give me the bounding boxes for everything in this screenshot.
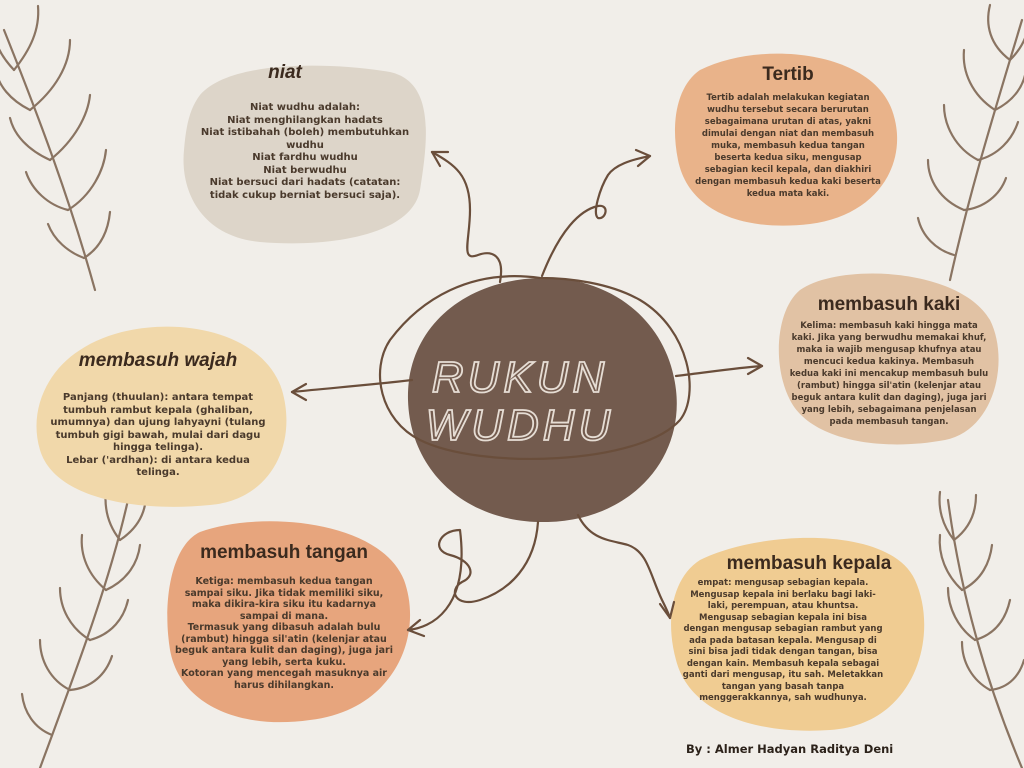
node-line: kaki. Jika yang berwudhu memakai khuf, — [791, 333, 987, 343]
center-circle — [407, 277, 677, 523]
node-line: mencuci kedua kakinya. Membasuh — [803, 357, 975, 367]
node-line: maka ia wajib mengusap khufnya atau — [796, 345, 982, 355]
node-wajah-body: Panjang (thuulan): antara tempat tumbuh … — [50, 392, 266, 480]
node-line: beguk antara kulit dan daging), juga jar… — [175, 645, 393, 656]
leaf-branch-top-right — [916, 3, 1024, 282]
arrow-to-kaki — [674, 364, 764, 378]
node-line: tumbuh rambut kepala (ghaliban, — [63, 404, 253, 416]
node-line: ganti dari mengusap, itu sah. Meletakkan — [682, 670, 884, 680]
node-line: beserta kedua siku, mengusap — [714, 153, 862, 163]
node-tertib-title: Tertib — [762, 64, 814, 85]
node-line: wudhu — [286, 139, 324, 151]
blob-kepala — [671, 537, 925, 731]
arrow-to-tertib — [540, 154, 652, 278]
node-line: Mengusap sebagian kepala ini bisa — [699, 612, 867, 623]
arrow-to-niat — [430, 150, 503, 284]
node-line: Ketiga: membasuh kedua tangan — [195, 576, 373, 587]
node-membasuh-tangan: membasuh tangan Ketiga: membasuh kedua t… — [170, 542, 398, 691]
center-title: RUKUN WUDHU — [425, 352, 615, 451]
node-line: hingga telinga). — [112, 442, 204, 453]
node-line: (rambut) hingga sil'atin (kelenjar atau — [797, 381, 981, 391]
node-line: harus dihilangkan. — [234, 679, 334, 691]
node-line: dengan mengusap sebagian rambut yang — [683, 624, 883, 634]
node-line: empat: mengusap sebagian kepala. — [697, 578, 869, 588]
node-tertib-body: Tertib adalah melakukan kegiatan wudhu t… — [678, 92, 898, 200]
blob-kaki — [778, 273, 999, 445]
node-line: Niat menghilangkan hadats — [227, 114, 383, 126]
node-line: sini bisa jadi tidak dengan tangan, bisa — [688, 647, 878, 657]
node-line: dimulai dengan niat dan membasuh — [701, 129, 875, 139]
arrow-to-wajah — [290, 378, 414, 394]
node-line: sampai siku. Jika tidak memiliki siku, — [184, 587, 384, 599]
blob-tertib — [674, 53, 898, 226]
node-line: sampai di mana. — [239, 610, 329, 622]
node-line: menggerakkannya, sah wudhunya. — [699, 693, 867, 703]
blob-tangan — [167, 521, 411, 723]
node-line: Niat fardhu wudhu — [252, 152, 358, 163]
leaf-branch-top-left — [0, 4, 112, 292]
node-tangan-title: membasuh tangan — [200, 542, 368, 563]
node-line: Kelima: membasuh kaki hingga mata — [800, 321, 978, 331]
node-line: kedua kaki ini mencakup membasuh bulu — [789, 369, 989, 379]
arrow-to-kepala — [576, 513, 672, 620]
node-line: yang lebih, sebagaimana penjelasan — [801, 405, 977, 415]
node-line: Niat wudhu adalah: — [250, 102, 360, 113]
node-membasuh-kepala: membasuh kepala empat: mengusap sebagian… — [668, 553, 924, 705]
node-niat-body: Niat wudhu adalah: Niat menghilangkan ha… — [187, 102, 423, 202]
node-line: Panjang (thuulan): antara tempat — [62, 392, 254, 403]
node-line: ada pada batasan kepala. Mengusap di — [689, 635, 877, 646]
node-line: Kotoran yang mencegah masuknya air — [181, 668, 387, 679]
leaf-branch-bottom-right — [938, 490, 1024, 768]
center-title-line-1: RUKUN — [432, 353, 608, 402]
node-kaki-title: membasuh kaki — [817, 294, 961, 315]
center-title-line-2: WUDHU — [426, 401, 615, 450]
node-wajah-title: membasuh wajah — [78, 350, 238, 371]
node-line: telinga. — [136, 467, 180, 478]
node-tertib: Tertib Tertib adalah melakukan kegiatan … — [678, 64, 898, 200]
node-niat: niat Niat wudhu adalah: Niat menghilangk… — [187, 62, 423, 202]
node-line: dengan membasuh kedua kaki beserta — [695, 177, 881, 187]
node-line: muka, membasuh kedua tangan — [711, 141, 865, 151]
blob-niat — [183, 65, 426, 244]
node-line: Niat berwudhu — [263, 164, 347, 176]
node-line: laki, perempuan, atau khuntsa. — [707, 601, 859, 611]
node-line: yang lebih, serta kuku. — [222, 656, 346, 668]
node-tangan-body: Ketiga: membasuh kedua tangan sampai sik… — [170, 576, 398, 691]
node-line: sebagian kecil kepala, dan diakhiri — [704, 165, 872, 175]
node-line: tidak cukup berniat bersuci saja). — [209, 189, 401, 201]
node-line: tumbuh gigi bawah, mulai dari dagu — [55, 429, 261, 441]
node-line: tangan yang basah tanpa — [721, 681, 845, 692]
node-line: (rambut) hingga sil'atin (kelenjar atau — [181, 633, 387, 645]
arrow-to-tangan — [406, 520, 540, 632]
node-line: maka dikira-kira siku itu kadarnya — [191, 599, 377, 610]
node-line: umumnya) dan ujung lahyayni (tulang — [50, 417, 266, 428]
node-membasuh-wajah: membasuh wajah Panjang (thuulan): antara… — [50, 350, 266, 480]
node-membasuh-kaki: membasuh kaki Kelima: membasuh kaki hing… — [784, 294, 994, 428]
node-line: Tertib adalah melakukan kegiatan — [706, 93, 870, 103]
center-sketch-loop — [378, 275, 691, 461]
arrows — [290, 148, 764, 638]
author-credit: By : Almer Hadyan Raditya Deni — [686, 742, 894, 756]
node-line: pada membasuh tangan. — [829, 417, 949, 427]
node-line: Niat istibahah (boleh) membutuhkan — [200, 127, 410, 138]
node-line: beguk antara kulit dan daging), juga jar… — [791, 393, 987, 403]
leaf-branch-bottom-left — [20, 488, 148, 768]
node-kepala-body: empat: mengusap sebagian kepala. Mengusa… — [668, 578, 924, 705]
node-line: dengan kain. Membasuh kepala sebagai — [686, 658, 880, 669]
node-line: wudhu tersebut secara berurutan — [707, 105, 869, 115]
node-line: Mengusap kepala ini berlaku bagi laki- — [690, 589, 876, 600]
blob-wajah — [36, 326, 287, 507]
node-niat-title: niat — [268, 62, 302, 83]
node-line: Niat bersuci dari hadats (catatan: — [209, 177, 401, 188]
node-kepala-title: membasuh kepala — [726, 553, 892, 574]
node-line: sebagaimana urutan di atas, yakni — [704, 117, 872, 127]
node-kaki-body: Kelima: membasuh kaki hingga mata kaki. … — [784, 320, 994, 428]
node-line: Termasuk yang dibasuh adalah bulu — [187, 622, 381, 633]
node-line: kedua mata kaki. — [746, 189, 830, 199]
node-line: Lebar ('ardhan): di antara kedua — [66, 454, 250, 466]
